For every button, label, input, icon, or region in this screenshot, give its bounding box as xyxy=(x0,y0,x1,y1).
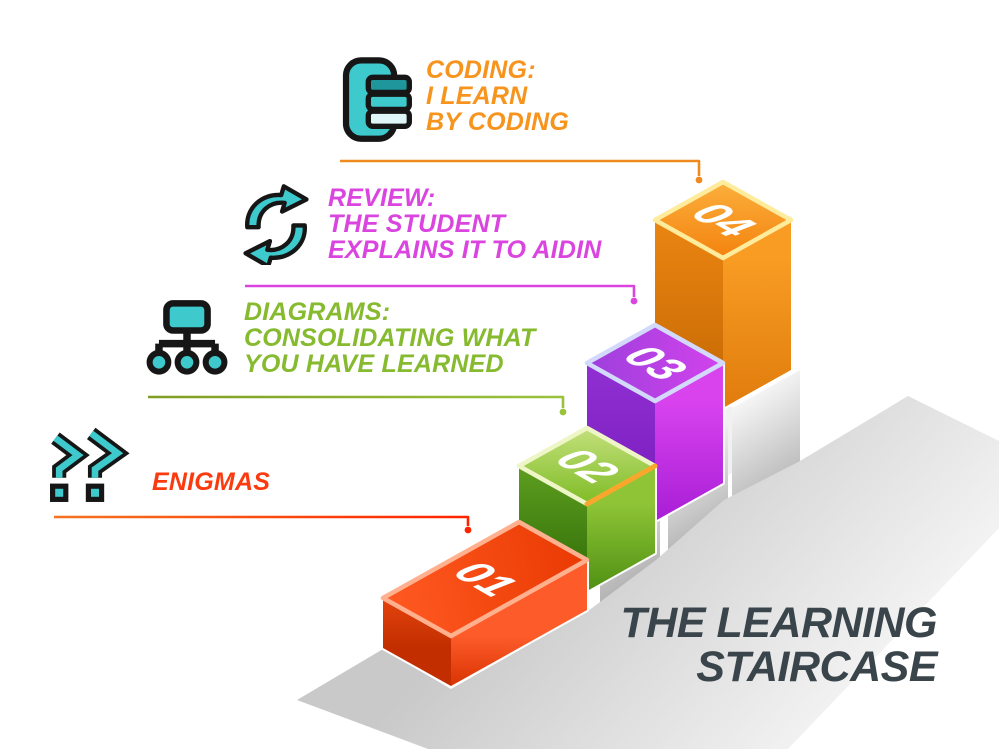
hierarchy-diagram-icon xyxy=(144,295,230,390)
block-left-face xyxy=(383,598,451,686)
block-top-face xyxy=(380,519,590,639)
callout-label-line: DIAGRAMS: xyxy=(244,298,391,326)
title-line-2: STAIRCASE xyxy=(696,643,937,691)
callout-label-line: CODING: xyxy=(426,56,536,84)
callout-label-line: THE STUDENT xyxy=(328,210,506,238)
connector-endpoint-dot xyxy=(464,526,472,534)
block-top-edge-accent xyxy=(584,463,658,507)
connector-lines xyxy=(54,159,703,534)
block-right-face xyxy=(723,220,791,408)
page-title: THE LEARNING STAIRCASE xyxy=(621,601,938,689)
block-top-face xyxy=(652,179,794,261)
callout-label-line: BY CODING xyxy=(426,108,570,136)
connector-endpoint-dot xyxy=(559,408,567,416)
callout-label-line: YOU HAVE LEARNED xyxy=(244,350,504,378)
callout-label-line: EXPLAINS IT TO AIDIN xyxy=(328,236,602,264)
refresh-arrows-icon xyxy=(236,182,316,270)
callout-label-01: ENIGMAS xyxy=(152,469,270,495)
title-line-1: THE LEARNING xyxy=(620,599,938,647)
connector-endpoint-dot xyxy=(695,176,703,184)
callout-connector-03 xyxy=(245,284,636,297)
callout-label-line: ENIGMAS xyxy=(152,468,271,497)
floor-shadow xyxy=(297,396,999,749)
step-block-01: 01 xyxy=(380,519,590,688)
double-question-icon xyxy=(46,424,144,519)
block-right-face xyxy=(451,560,587,686)
callout-connector-04 xyxy=(340,159,701,176)
callout-label-line: REVIEW: xyxy=(328,184,436,212)
callout-connector-01 xyxy=(54,515,470,526)
callout-label-line: I LEARN xyxy=(426,82,528,110)
block-right-face xyxy=(655,363,723,521)
callout-label-line: CONSOLIDATING WHAT xyxy=(244,324,536,352)
coding-book-icon xyxy=(338,55,420,149)
block-top-face xyxy=(584,322,726,404)
connector-endpoint-dot xyxy=(630,297,638,305)
callout-01: ENIGMAS xyxy=(46,424,270,519)
callout-connector-02 xyxy=(148,395,565,408)
